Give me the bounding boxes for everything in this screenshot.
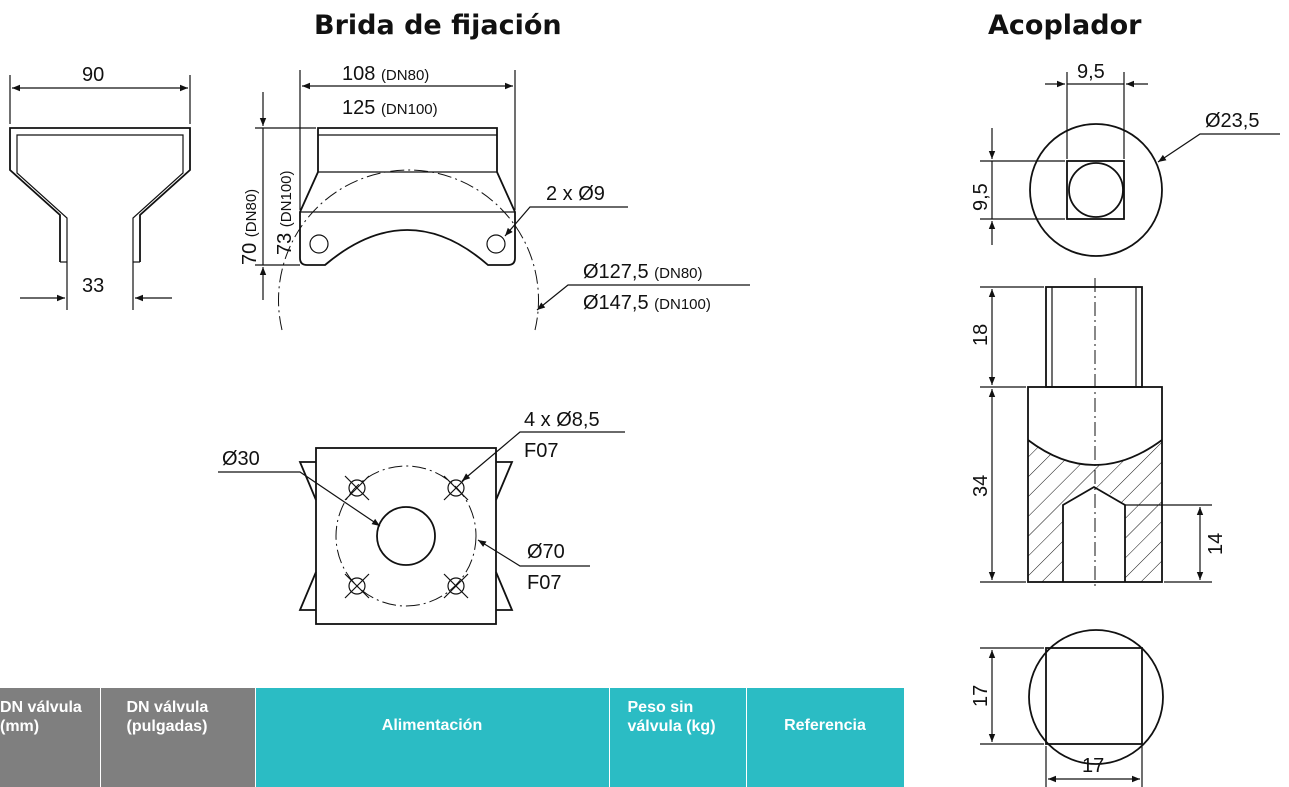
header-power: Alimentación <box>255 688 610 787</box>
flange-width-dn80-label: 108 (DN80) <box>342 63 429 85</box>
coupler-bottom-width-label: 17 <box>1082 755 1104 777</box>
flange-arc-dn80-label: Ø127,5 (DN80) <box>583 261 703 283</box>
coupler-title: Acoplador <box>988 10 1142 41</box>
bracket-view: 90 33 <box>9 64 191 310</box>
flange-title: Brida de fijación <box>314 10 562 41</box>
plate-holes-label: 4 x Ø8,5 <box>524 409 600 431</box>
plate-holes-std-label: F07 <box>524 440 558 462</box>
flange-arc-dn100-label: Ø147,5 (DN100) <box>583 292 711 314</box>
coupler-socket-depth-label: 14 <box>1205 533 1227 555</box>
flange-side-view: 108 (DN80) 125 (DN100) 70 (DN80) 73 (DN1… <box>239 63 750 331</box>
coupler-top-view: 9,5 9,5 Ø23,5 <box>970 61 1280 257</box>
header-weight: Peso sin válvula (kg) <box>609 688 747 787</box>
spec-table-header-row: DN válvula (mm) DN válvula (pulgadas) Al… <box>0 688 905 787</box>
coupler-top-height-label: 18 <box>970 324 992 346</box>
header-dn-mm: DN válvula (mm) <box>0 688 101 787</box>
coupler-square-width-label: 9,5 <box>1077 61 1105 83</box>
flange-holes-label: 2 x Ø9 <box>546 183 605 205</box>
coupler-bottom-height-label: 17 <box>970 685 992 707</box>
plate-center-bore-label: Ø30 <box>222 448 260 470</box>
flange-plate-view: Ø30 4 x Ø8,5 F07 Ø70 F07 <box>218 409 625 625</box>
flange-width-dn100-label: 125 (DN100) <box>342 97 438 119</box>
spec-table: DN válvula (mm) DN válvula (pulgadas) Al… <box>0 688 905 787</box>
coupler-section-view: 18 34 14 <box>970 278 1227 590</box>
coupler-bottom-view: 17 17 <box>970 629 1164 787</box>
plate-pcd-label: Ø70 <box>527 541 565 563</box>
bracket-base-label: 33 <box>82 275 104 297</box>
bolt-holes <box>344 475 469 599</box>
flange-height-dn80-label: 70 (DN80) <box>239 189 261 265</box>
coupler-outer-diameter-label: Ø23,5 <box>1205 110 1259 132</box>
plate-pcd-std-label: F07 <box>527 572 561 594</box>
coupler-body-height-label: 34 <box>970 475 992 497</box>
flange-height-dn100-label: 73 (DN100) <box>274 171 296 256</box>
header-reference: Referencia <box>746 688 905 787</box>
bracket-width-label: 90 <box>82 64 104 86</box>
header-dn-inches: DN válvula (pulgadas) <box>100 688 256 787</box>
coupler-square-height-label: 9,5 <box>970 183 992 211</box>
